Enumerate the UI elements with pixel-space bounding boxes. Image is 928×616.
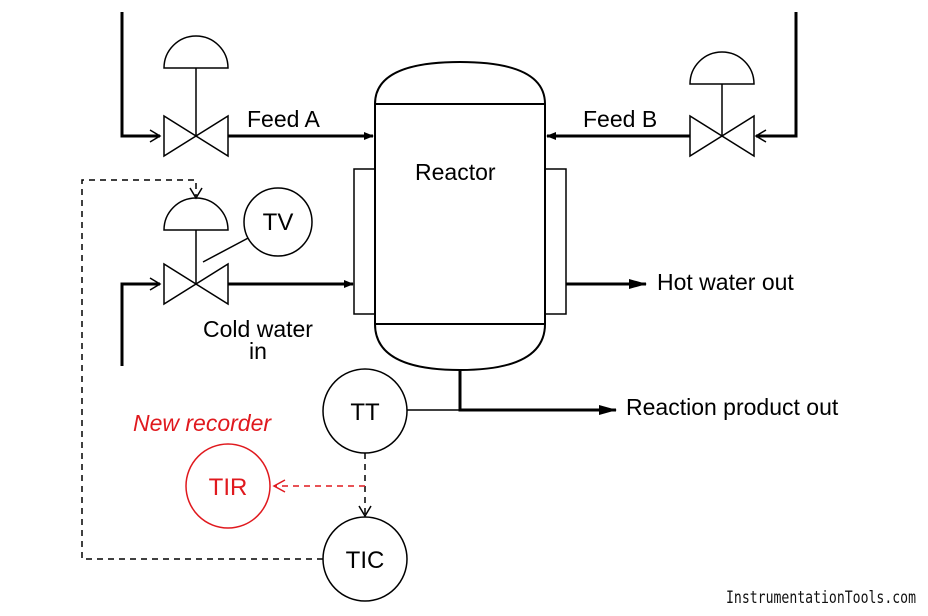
tic-to-valve-signal — [81, 179, 323, 560]
feed-b-line — [546, 12, 798, 140]
feed-b-valve — [689, 51, 755, 158]
new-recorder-label: New recorder — [133, 410, 272, 436]
cold-water-label-line1: Cold water — [203, 316, 313, 342]
reactor-label: Reactor — [415, 159, 496, 185]
tt-label: TT — [350, 399, 380, 426]
reaction-product-out-label: Reaction product out — [626, 394, 839, 420]
tv-label: TV — [263, 209, 294, 236]
cooling-jacket — [353, 168, 567, 315]
reactor-vessel — [374, 60, 546, 372]
feed-a-label: Feed A — [247, 106, 321, 132]
feed-a-valve — [163, 35, 229, 158]
watermark-text: InstrumentationTools.com — [726, 588, 916, 608]
cold-water-valve — [163, 197, 229, 306]
cold-water-label-line2: in — [249, 338, 267, 364]
product-out-line — [458, 370, 617, 415]
feed-a-line — [120, 12, 374, 140]
tir-bubble — [185, 443, 271, 529]
feed-b-label: Feed B — [583, 106, 657, 132]
tic-label: TIC — [346, 547, 385, 574]
tir-label: TIR — [209, 474, 248, 501]
cold-water-line — [120, 280, 354, 366]
hot-water-out-label: Hot water out — [657, 269, 794, 295]
tv-leader-line — [202, 235, 253, 263]
tv-bubble — [243, 187, 313, 257]
